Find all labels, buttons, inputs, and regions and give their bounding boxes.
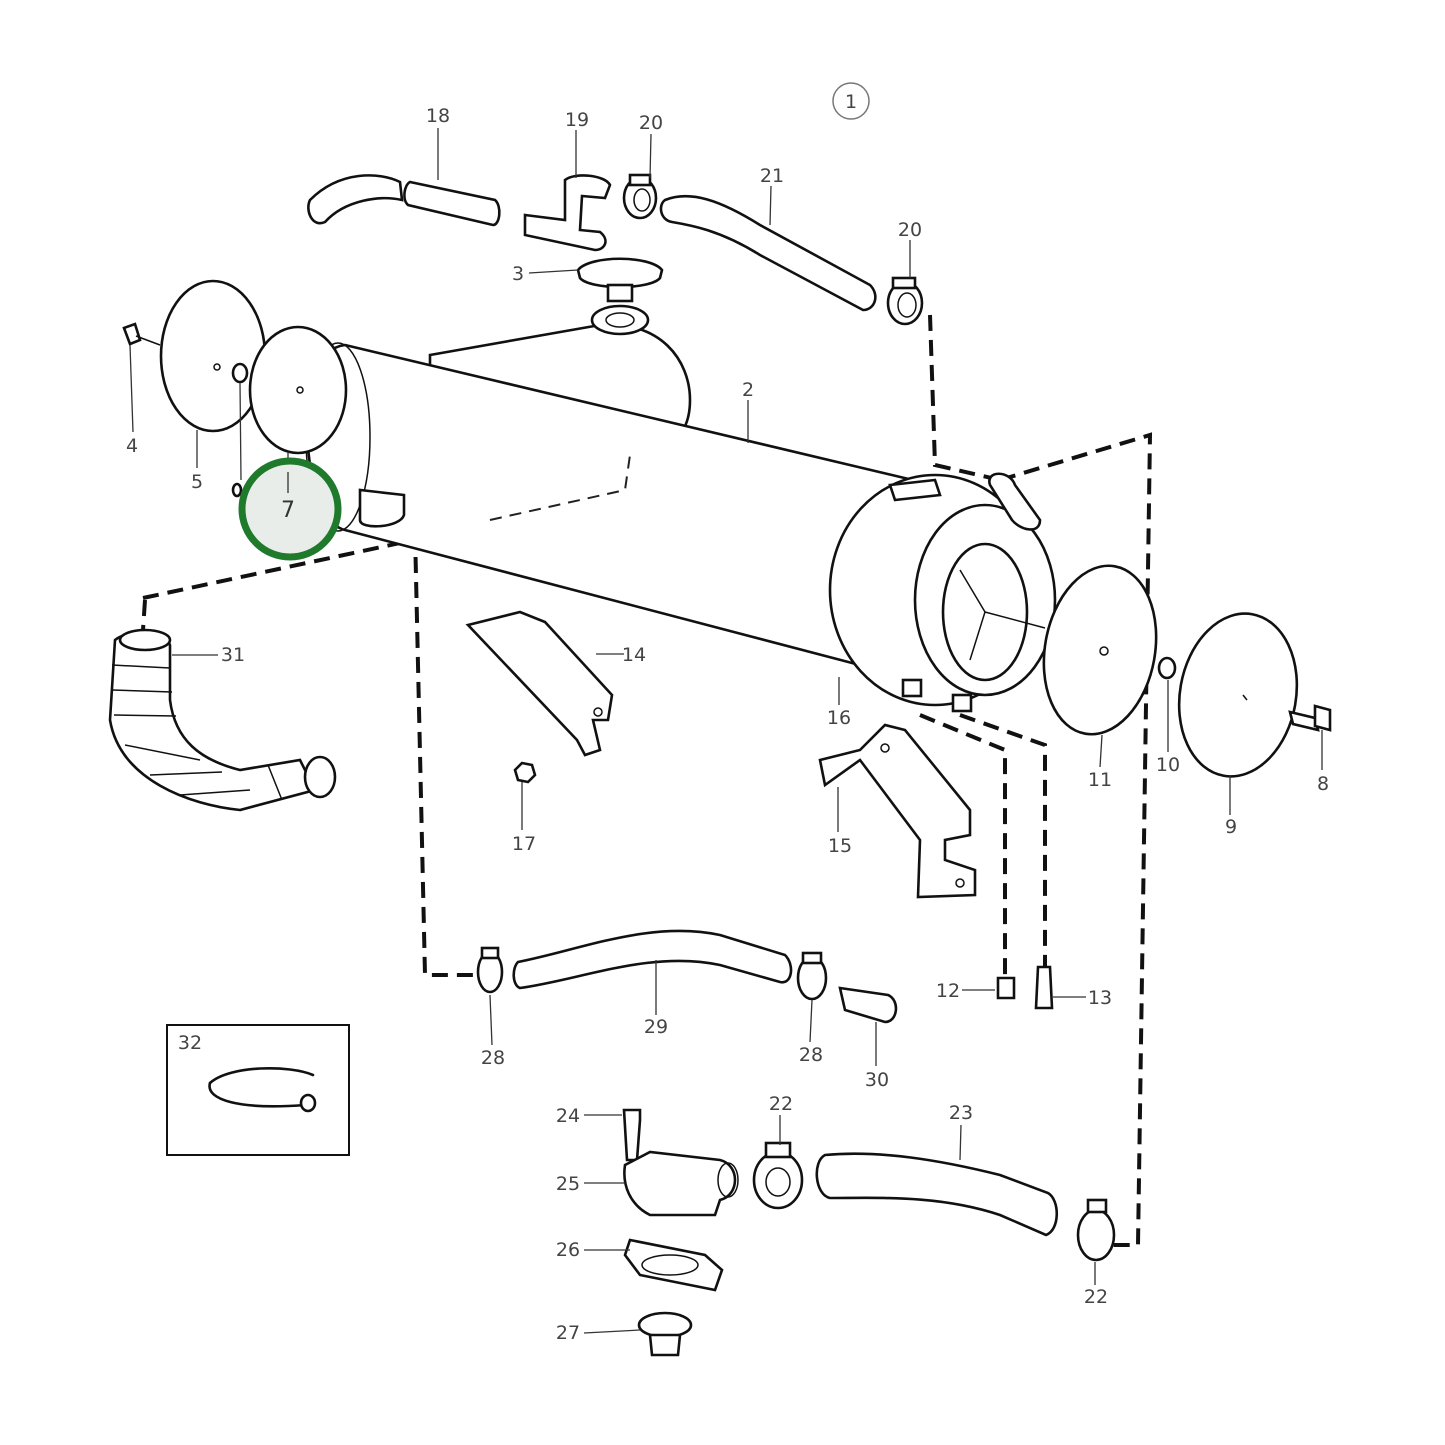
bracket-14 <box>465 610 614 757</box>
heat-exchanger-body <box>305 304 1057 713</box>
adapter-30 <box>838 986 898 1024</box>
callout-22-upper: 22 <box>769 1093 793 1115</box>
detail-box-32 <box>166 1024 350 1156</box>
gasket-11 <box>1042 564 1158 736</box>
callout-11: 11 <box>1088 769 1112 791</box>
callout-7: 7 <box>281 498 295 523</box>
washer-10 <box>1157 656 1177 680</box>
hose-clamp-20-lower <box>886 276 924 326</box>
bracket-15 <box>818 723 977 899</box>
callout-27: 27 <box>556 1322 580 1344</box>
filler-cap <box>576 257 664 303</box>
callout-24: 24 <box>556 1105 580 1127</box>
callout-31: 31 <box>221 644 245 666</box>
highlighted-callout-7[interactable]: 7 <box>238 457 342 561</box>
callout-10: 10 <box>1156 754 1180 776</box>
hose-29 <box>512 929 793 990</box>
hose-18 <box>307 174 501 227</box>
hose-clamp-22-right <box>1076 1198 1116 1262</box>
callout-30: 30 <box>865 1069 889 1091</box>
gasket-26 <box>623 1238 724 1292</box>
gasket-7 <box>248 325 348 455</box>
washer-6 <box>231 362 249 498</box>
callout-17: 17 <box>512 833 536 855</box>
callout-23: 23 <box>949 1102 973 1124</box>
hose-clamp-20-upper <box>622 173 658 220</box>
bolt-4 <box>122 322 161 346</box>
callout-29: 29 <box>644 1016 668 1038</box>
callout-12: 12 <box>936 980 960 1002</box>
group-marker-label: 1 <box>845 91 857 113</box>
callout-32: 32 <box>178 1032 202 1054</box>
hose-clamp-28-right <box>796 951 828 1001</box>
bolt-8 <box>1288 704 1332 732</box>
nut-17 <box>513 761 537 784</box>
callout-2: 2 <box>742 379 754 401</box>
hose-clamp-28-left <box>476 946 504 994</box>
callout-18: 18 <box>426 105 450 127</box>
callout-20-lower: 20 <box>898 219 922 241</box>
hose-23 <box>815 1152 1059 1237</box>
callout-25: 25 <box>556 1173 580 1195</box>
callout-26: 26 <box>556 1239 580 1261</box>
callout-14: 14 <box>622 644 646 666</box>
callout-4: 4 <box>126 435 138 457</box>
end-cover-9 <box>1177 612 1299 778</box>
thermostat-27 <box>637 1311 693 1357</box>
bellows-hose-31 <box>108 628 337 812</box>
bolt-12 <box>996 976 1016 1000</box>
callout-19: 19 <box>565 109 589 131</box>
hose-clamp-22-left <box>752 1141 804 1210</box>
callout-5: 5 <box>191 471 203 493</box>
callout-8: 8 <box>1317 773 1329 795</box>
callout-labels: 18 19 20 21 20 3 2 4 5 31 14 16 17 15 11… <box>126 105 1329 1344</box>
thermostat-housing-25 <box>623 1150 739 1217</box>
t-piece-19 <box>523 174 612 252</box>
assembly-guide-lines <box>141 314 1153 1247</box>
end-cover-5 <box>159 279 267 433</box>
leader-lines <box>129 128 1323 1334</box>
callout-9: 9 <box>1225 816 1237 838</box>
hose-21 <box>659 194 877 312</box>
bolt-13 <box>1034 965 1054 1010</box>
group-marker: 1 <box>832 82 870 120</box>
callout-3: 3 <box>512 263 524 285</box>
callout-16: 16 <box>827 707 851 729</box>
callout-20-upper: 20 <box>639 112 663 134</box>
callout-28-right: 28 <box>799 1044 823 1066</box>
callout-15: 15 <box>828 835 852 857</box>
callout-13: 13 <box>1088 987 1112 1009</box>
bolt-24 <box>622 1108 642 1162</box>
callout-28-left: 28 <box>481 1047 505 1069</box>
callout-22-lower: 22 <box>1084 1286 1108 1308</box>
callout-21: 21 <box>760 165 784 187</box>
